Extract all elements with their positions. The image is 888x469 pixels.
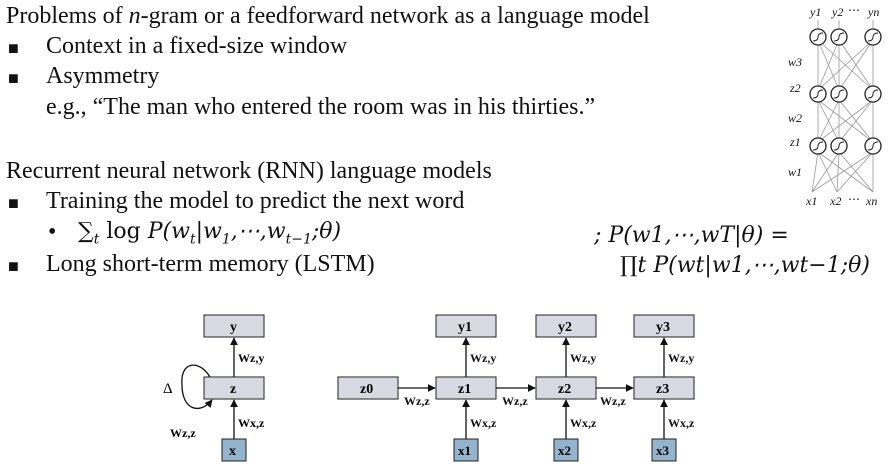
folded-z-label: z (230, 382, 236, 397)
args: (w (162, 219, 190, 244)
unrolled-z3-label: z3 (656, 382, 669, 397)
ff-bottom-x2: x2 (829, 194, 841, 208)
bullet-lstm: Long short-term memory (LSTM) (46, 251, 375, 277)
unrolled-y2-label: y2 (558, 320, 572, 335)
bullet-marker: ■ (8, 68, 19, 88)
ff-top-dots: ⋯ (848, 3, 860, 17)
ff-top-y2: y2 (831, 5, 843, 19)
unrolled-y1-box (435, 314, 497, 338)
heading-1-pre: Problems of (6, 3, 129, 29)
unrolled-wzy-3: Wz,y (668, 351, 694, 365)
unrolled-wzz-3: Wz,z (600, 394, 626, 408)
unrolled-x3-label: x3 (656, 443, 670, 458)
unrolled-wzy-2: Wz,y (570, 351, 596, 365)
unrolled-y3-label: y3 (656, 320, 670, 335)
ff-connections (811, 20, 874, 193)
unrolled-wzz-1: Wz,z (404, 394, 430, 408)
ff-top-y1: y1 (809, 5, 821, 19)
unrolled-wxz-3: Wx,z (668, 416, 695, 430)
heading-1: Problems of n-gram or a feedforward netw… (6, 2, 650, 30)
idx-tm1: t−1 (285, 231, 312, 248)
theta: ;θ) (311, 219, 342, 244)
bullet-marker: ■ (8, 193, 19, 213)
sum-index: t (93, 231, 100, 248)
folded-y-label: y (230, 320, 237, 335)
ff-bottom-xn: xn (865, 194, 877, 208)
prob-p: P (147, 219, 163, 244)
unrolled-z2-label: z2 (558, 382, 571, 397)
idx-1: 1 (221, 231, 231, 248)
unrolled-z1-label: z1 (458, 382, 471, 397)
ff-label-z2: z2 (789, 81, 801, 95)
rnn-unrolled-diagram: z0 y1 z1 x1 y2 z2 x2 y3 z3 x3 Wz,z Wz,z … (337, 314, 695, 462)
ff-bottom-x1: x1 (805, 194, 817, 208)
rhs-top-formula: ; P(w1,⋯,wT|θ) = (594, 223, 789, 248)
heading-1-n: n (128, 3, 141, 29)
ff-label-w3: w3 (788, 55, 802, 69)
unrolled-x1-label: x1 (458, 443, 471, 458)
unrolled-wzz-2: Wz,z (502, 394, 528, 408)
ff-activation-curves (812, 32, 879, 151)
ff-label-w1: w1 (788, 165, 802, 179)
folded-wzy-label: Wz,y (238, 351, 264, 365)
unrolled-z0-label: z0 (360, 382, 373, 397)
folded-wxz-label: Wx,z (238, 416, 265, 430)
heading-1-post: -gram or a feedforward network as a lang… (140, 3, 650, 29)
bullet-asymmetry: Asymmetry (46, 63, 160, 89)
unrolled-wzy-1: Wz,y (470, 351, 496, 365)
folded-wzz-label: Wz,z (170, 426, 196, 440)
dots: ,⋯,w (230, 219, 286, 244)
log-text: log (99, 219, 148, 244)
bullet-marker: ■ (8, 256, 19, 276)
folded-delta-label: Δ (163, 381, 173, 397)
ff-top-yn: yn (867, 5, 879, 19)
unrolled-x2-label: x2 (558, 443, 571, 458)
bar: |w (195, 219, 222, 244)
folded-x-label: x (229, 444, 236, 459)
unrolled-wxz-2: Wx,z (570, 416, 597, 430)
folded-y-box (203, 314, 265, 338)
unrolled-y2-box (535, 314, 597, 338)
ff-neurons (809, 28, 882, 155)
bullet-training: Training the model to predict the next w… (46, 188, 465, 214)
unrolled-wxz-1: Wx,z (470, 416, 497, 430)
ff-bottom-dots: ⋯ (848, 192, 860, 206)
rhs-bottom-formula: ∏t P(wt|w1,⋯,wt−1;θ) (620, 253, 870, 278)
unrolled-y3-box (633, 314, 695, 338)
sum-symbol: ∑ (78, 219, 94, 244)
bullet-context: Context in a fixed-size window (46, 33, 348, 59)
feedforward-network-diagram: y1 y2 ⋯ yn x1 x2 ⋯ xn w3 z2 w2 z1 w1 (788, 3, 882, 208)
bullet-marker: ■ (8, 38, 19, 58)
unrolled-y1-label: y1 (458, 320, 472, 335)
rnn-folded-diagram: y z x Wz,y Wx,z Wz,z Δ (163, 314, 265, 462)
ff-label-z1: z1 (789, 135, 801, 149)
ff-label-w2: w2 (788, 111, 802, 125)
sub-bullet-marker: • (48, 219, 57, 245)
sub-bullet-formula: ∑t log P(wt|w1,⋯,wt−1;θ) (78, 218, 341, 253)
heading-2: Recurrent neural network (RNN) language … (6, 158, 492, 184)
example-sentence: e.g., “The man who entered the room was … (46, 94, 596, 120)
idx-t: t (189, 231, 196, 248)
